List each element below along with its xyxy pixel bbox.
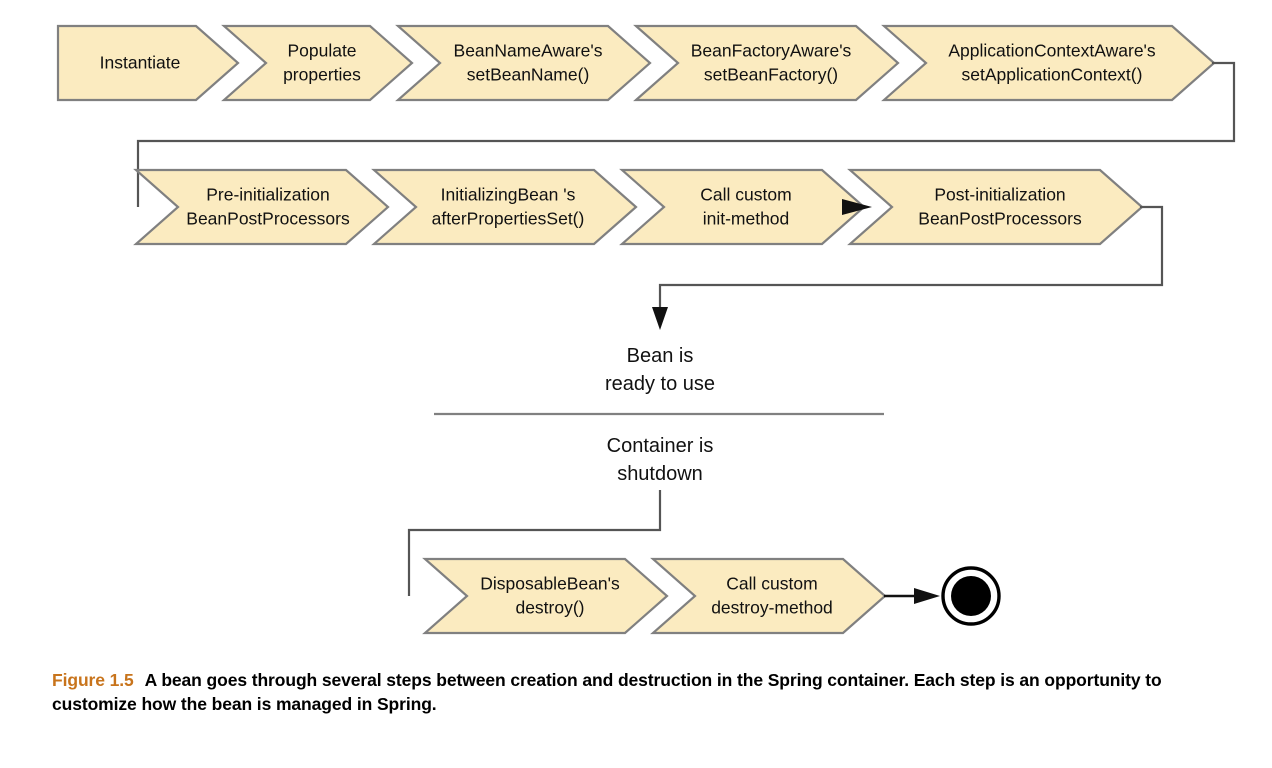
- terminal-inner-disc: [951, 576, 991, 616]
- chevron-label-line2: BeanPostProcessors: [186, 209, 350, 229]
- chevron-row1-1[interactable]: Populate properties: [221, 24, 414, 102]
- chevron-shape: [881, 24, 1216, 102]
- chevron-shape: [422, 557, 669, 635]
- chevron-shape: [633, 24, 900, 102]
- chevron-label-line2: afterPropertiesSet(): [432, 209, 585, 229]
- bean-lifecycle-diagram: Instantiate Populate properties BeanName…: [56, 24, 1236, 635]
- chevron-row3-0[interactable]: DisposableBean's destroy(): [422, 557, 669, 635]
- connector-shutdown-to-destroy: [407, 490, 662, 596]
- chevron-label-line2: BeanPostProcessors: [918, 209, 1082, 229]
- chevron-label-line1: InitializingBean 's: [441, 185, 576, 205]
- chevron-row2-1[interactable]: InitializingBean 's afterPropertiesSet(): [371, 168, 638, 246]
- state-label-line1: Container is: [607, 435, 714, 457]
- state-container-shutdown: Container is shutdown: [607, 435, 714, 485]
- state-label-line2: ready to use: [605, 373, 715, 395]
- chevron-label-line1: Pre-initialization: [206, 185, 330, 205]
- chevron-row1-0[interactable]: Instantiate: [56, 24, 240, 102]
- chevron-shape: [619, 168, 866, 246]
- chevron-row1-3[interactable]: BeanFactoryAware's setBeanFactory(): [633, 24, 900, 102]
- chevron-row2-2[interactable]: Call custom init-method: [619, 168, 866, 246]
- caption-text: A bean goes through several steps betwee…: [52, 670, 1162, 715]
- chevron-row2-0[interactable]: Pre-initialization BeanPostProcessors: [133, 168, 390, 246]
- chevron-shape: [221, 24, 414, 102]
- chevron-label-line2: destroy-method: [711, 598, 833, 618]
- chevron-label-line1: BeanFactoryAware's: [691, 41, 852, 61]
- chevron-label-line1: Call custom: [726, 574, 817, 594]
- chevron-label-line1: Populate: [287, 41, 356, 61]
- chevron-shape: [847, 168, 1144, 246]
- figure-number: Figure 1.5: [52, 670, 134, 690]
- chevron-row3-1[interactable]: Call custom destroy-method: [650, 557, 887, 635]
- connector-row2-to-ready: [658, 205, 1164, 315]
- end-state-terminal: [941, 566, 1001, 626]
- chevron-shape: [371, 168, 638, 246]
- chevron-shape: [650, 557, 887, 635]
- chevron-label-line1: Call custom: [700, 185, 791, 205]
- chevron-row1-2[interactable]: BeanNameAware's setBeanName(): [395, 24, 652, 102]
- chevron-shape: [56, 24, 240, 102]
- arrowhead-into-ready-state: [652, 307, 668, 330]
- chevron-label-line1: DisposableBean's: [480, 574, 620, 594]
- state-label-line2: shutdown: [617, 463, 703, 485]
- arrowhead-into-terminal: [914, 588, 940, 604]
- chevron-label-line2: setBeanFactory(): [704, 65, 838, 85]
- chevron-label-line1: Instantiate: [100, 53, 181, 73]
- chevron-label-line1: Post-initialization: [934, 185, 1065, 205]
- chevron-label-line1: BeanNameAware's: [454, 41, 603, 61]
- chevron-shape: [395, 24, 652, 102]
- chevron-label-line1: ApplicationContextAware's: [948, 41, 1156, 61]
- state-bean-ready: Bean is ready to use: [605, 345, 715, 395]
- state-label-line1: Bean is: [627, 345, 694, 367]
- chevron-row1-4[interactable]: ApplicationContextAware's setApplication…: [881, 24, 1216, 102]
- arrowhead-into-post-init: [842, 199, 872, 215]
- chevron-row2-3[interactable]: Post-initialization BeanPostProcessors: [847, 168, 1144, 246]
- chevron-shape: [133, 168, 390, 246]
- chevron-label-line2: setApplicationContext(): [962, 65, 1143, 85]
- chevron-label-line2: setBeanName(): [467, 65, 590, 85]
- chevron-label-line2: properties: [283, 65, 361, 85]
- chevron-label-line2: destroy(): [515, 598, 584, 618]
- connector-row1-to-row2: [136, 61, 1236, 207]
- chevron-label-line2: init-method: [703, 209, 790, 229]
